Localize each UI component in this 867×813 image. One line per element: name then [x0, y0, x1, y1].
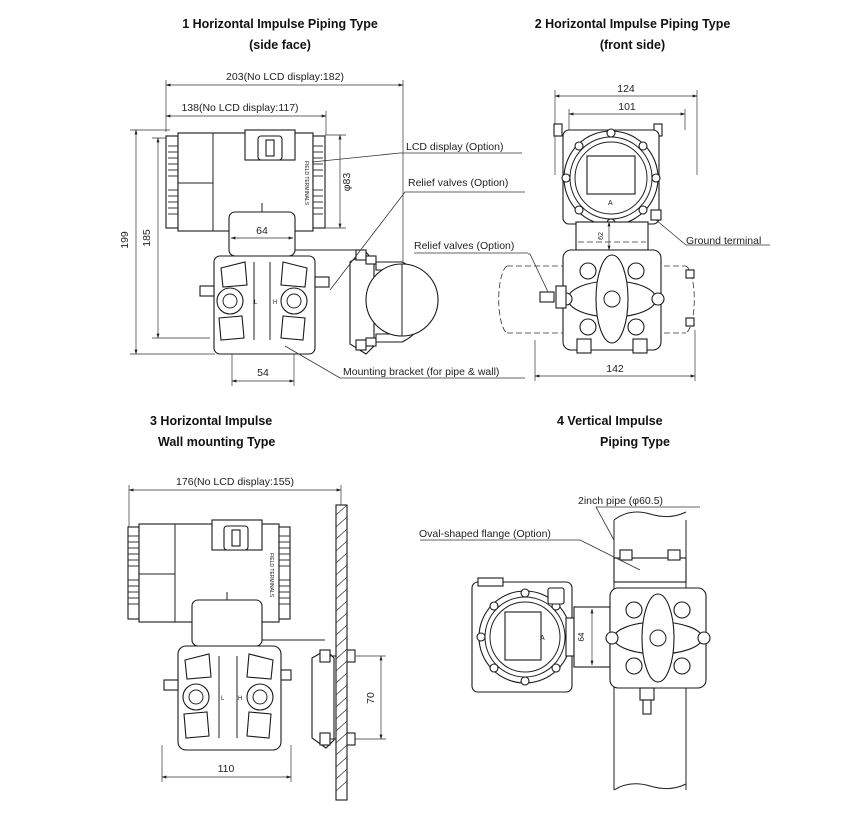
v3-flange-mark-h: H: [238, 696, 242, 702]
view2-title: 2 Horizontal Impulse Piping Type (front …: [515, 14, 750, 56]
v3-dim-overall-width: 176(No LCD display:155): [176, 476, 294, 488]
view2-drawing: 124 101 A Ground terminal 62: [414, 83, 770, 381]
view4-title-line2: Piping Type: [600, 435, 670, 449]
view1-title: 1 Horizontal Impulse Piping Type (side f…: [160, 14, 400, 56]
v2-dim-height-62: 62: [598, 232, 605, 240]
v2-lcd-arrow: A: [608, 200, 613, 207]
v2-neck: [575, 221, 649, 251]
v1-flange-mark-l: L: [254, 300, 258, 306]
view3-drawing: 176(No LCD display:155) FIELD TERMINALS: [127, 476, 386, 801]
v4-flange-label: Oval-shaped flange (Option): [419, 528, 551, 540]
v3-housing-text: FIELD TERMINALS: [268, 553, 274, 598]
v1-housing-text: FIELD TERMINALS: [303, 161, 309, 206]
v3-wall-hatch: [335, 504, 348, 792]
v1-flange-mark-h: H: [273, 300, 277, 306]
view4-drawing: 2inch pipe (φ60.5) Oval-shaped flange (O…: [419, 495, 711, 791]
view2-title-line1: 2 Horizontal Impulse Piping Type: [534, 17, 731, 31]
v1-dim-housing-width: 138(No LCD display:117): [181, 102, 298, 114]
v3-dim-height-70: 70: [365, 692, 377, 704]
v2-dim-width-124: 124: [617, 83, 635, 95]
v3-fins-left: [128, 535, 139, 605]
view1-title-line2: (side face): [249, 38, 311, 52]
v1-dim-flange-width: 54: [257, 367, 269, 379]
v4-lcd-window: [504, 611, 542, 661]
v1-bracket-label: Mounting bracket (for pipe & wall): [343, 366, 499, 378]
v3-capsule: [191, 599, 263, 647]
v2-dim-width-101: 101: [618, 101, 636, 113]
view1-drawing: 203(No LCD display:182) 138(No LCD displ…: [119, 71, 525, 386]
v1-dim-height-body: 185: [141, 229, 153, 247]
v3-wall: [335, 504, 348, 801]
v1-dim-capsule-width: 64: [256, 225, 268, 237]
view3-title: 3 Horizontal Impulse Wall mounting Type: [140, 411, 290, 453]
view3-title-line2: Wall mounting Type: [158, 435, 276, 449]
v2-ground-label: Ground terminal: [686, 235, 761, 247]
v4-oval-flange: [613, 557, 687, 583]
v1-housing-fins-left: [168, 145, 178, 215]
v1-dim-height-total: 199: [119, 231, 131, 249]
v1-dim-diameter: φ83: [341, 173, 353, 192]
view3-title-line1: 3 Horizontal Impulse: [150, 414, 273, 428]
v2-lcd-window: [586, 155, 636, 195]
v3-fins-right: [279, 535, 290, 605]
view2-title-line2: (front side): [599, 38, 666, 52]
v1-relief-mid-label: Relief valves (Option): [414, 240, 514, 252]
view1-title-line1: 1 Horizontal Impulse Piping Type: [182, 17, 378, 31]
v2-ground-terminal: [650, 209, 662, 221]
v2-dim-width-142: 142: [606, 363, 624, 375]
v1-dim-overall-width: 203(No LCD display:182): [226, 71, 344, 83]
v3-dim-width-110: 110: [218, 763, 235, 775]
v1-housing-fins-right: [313, 145, 323, 215]
v1-lcd-label: LCD display (Option): [406, 141, 503, 153]
v3-flange-mark-l: L: [221, 696, 225, 702]
v1-housing-cap-right: [312, 135, 326, 229]
v4-pipe-label: 2inch pipe (φ60.5): [578, 495, 663, 507]
view4-title: 4 Vertical Impulse Piping Type: [545, 411, 695, 453]
v4-dim-height-64: 64: [577, 632, 586, 641]
v4-lcd-arrow: A: [540, 635, 545, 642]
v1-relief-top-label: Relief valves (Option): [408, 177, 508, 189]
view4-title-line1: 4 Vertical Impulse: [557, 414, 663, 428]
